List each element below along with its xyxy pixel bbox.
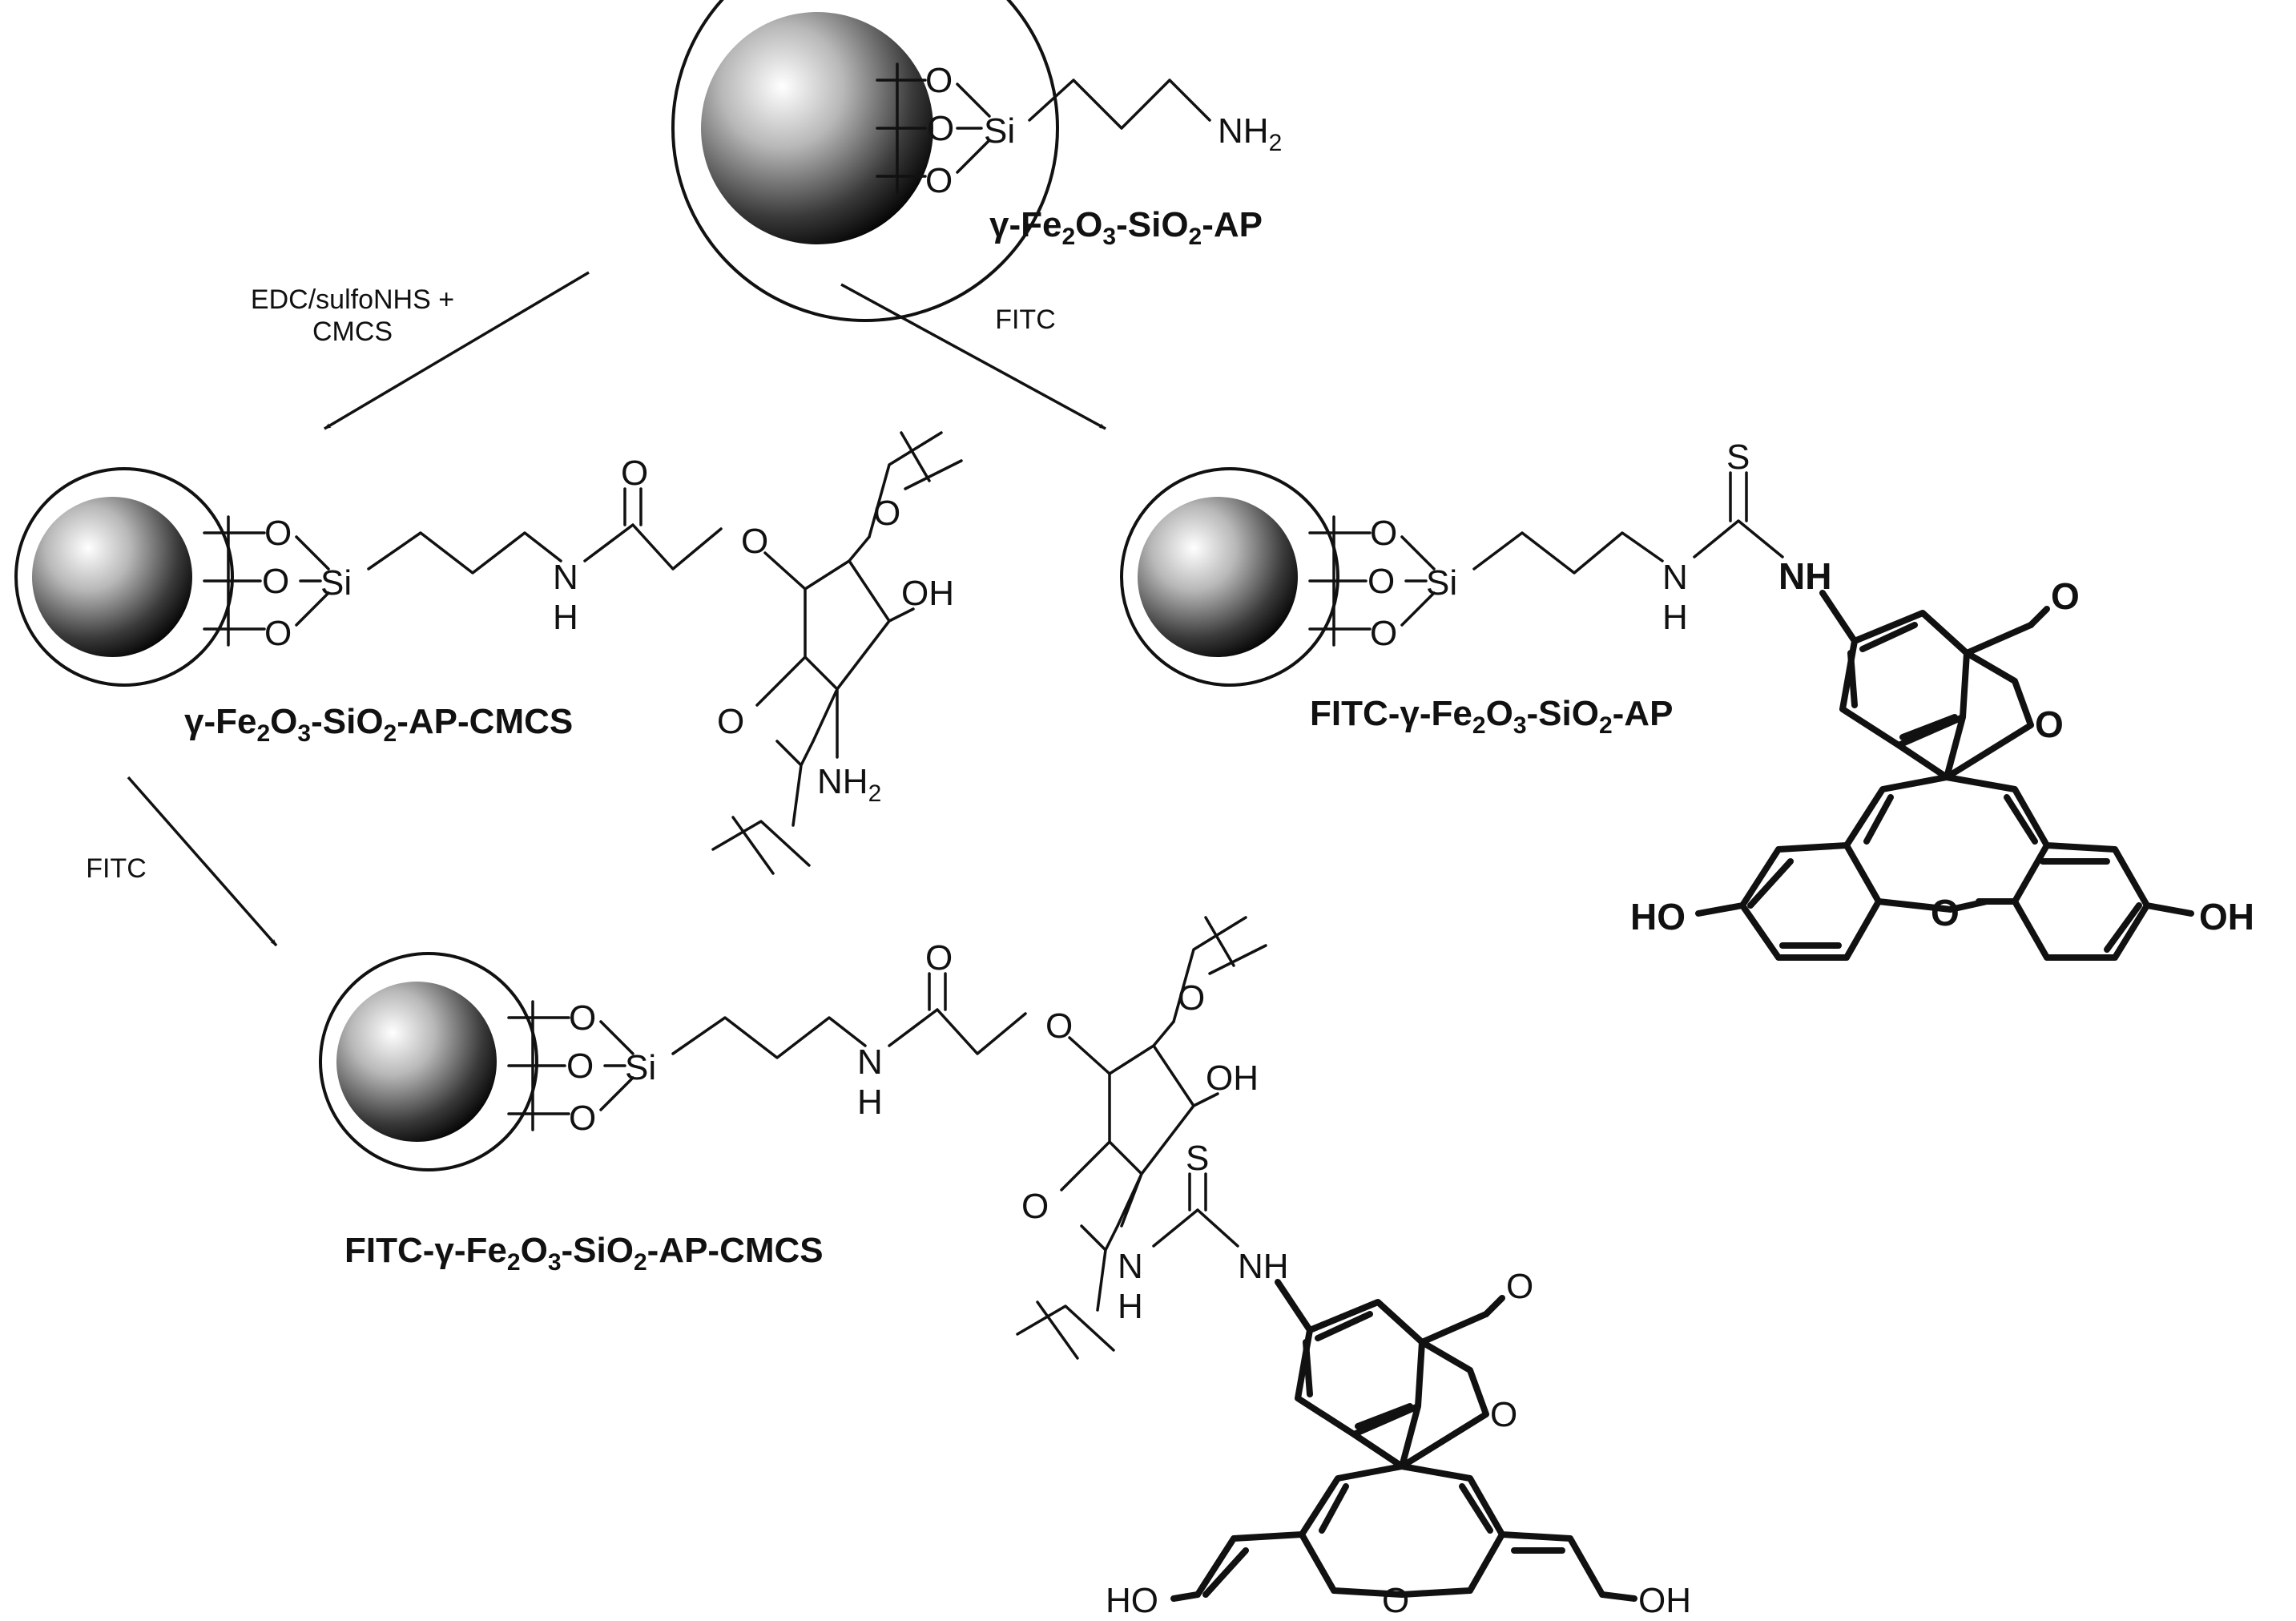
lactone-ring-oxygen: O [2035,704,2064,745]
arrow-to-ap-cmcs [324,271,590,430]
glucosamine-ring [1060,1020,1219,1312]
reagent-edc-sulfonhs: EDC/sulfoNHS + [251,284,454,315]
ether-oxygen: O [741,522,768,561]
carbonyl-oxygen: O [925,938,953,978]
glycosidic-oxygen: O [1178,978,1205,1018]
oxygen-atom: O [264,514,292,553]
silicon-atom: Si [320,563,352,603]
glycosidic-oxygen: O [873,494,900,533]
propyl-chain [671,1016,867,1059]
thiocarbonyl [1693,471,1784,558]
hydroxyl-group: OH [2199,896,2254,938]
silicon-atom: Si [984,111,1015,151]
iron-oxide-core [336,982,497,1142]
hydroxyl-group: OH [1206,1058,1259,1098]
amide-hydrogen: H [857,1083,883,1122]
xanthene-oxygen: O [1382,1581,1409,1620]
silicon-atom: Si [1426,563,1457,603]
compound-label-ap: γ-Fe2O3-SiO2-AP [989,205,1263,250]
amide-carbonyl [888,972,1027,1055]
oxygen-atom: O [569,998,596,1038]
siloxane-anchor: O O O Si [507,998,656,1138]
oxygen-atom: O [1370,514,1397,553]
thiourea-nitrogen: N [1118,1247,1143,1286]
ring-oxygen: O [717,702,744,741]
siloxane-anchor: O O O Si [1308,514,1457,653]
xanthene-oxygen: O [1931,892,1960,933]
amide-nitrogen: N [553,558,578,597]
arrow-to-fitc-ap-cmcs [127,776,278,947]
hydroxyl-group: OH [901,574,954,613]
amide-hydrogen: H [553,598,578,637]
thiocarbonyl [1152,1172,1239,1248]
carbonyl-oxygen: O [621,454,648,493]
oxygen-atom: O [1370,614,1397,653]
hydroxyl-group: OH [1638,1581,1691,1620]
amine-group: NH2 [817,762,881,807]
lactone-carbonyl-oxygen: O [2051,575,2080,617]
oxygen-atom: O [1368,562,1395,601]
hydroxyl-group: HO [1106,1581,1158,1620]
lactone-carbonyl-oxygen: O [1506,1267,1533,1306]
thiourea-nitrogen: N [1662,558,1688,597]
reagent-fitc: FITC [86,853,147,884]
compound-fitc-ap-cmcs: O O O Si N H O O O OH O N H S NH O O O [319,916,1691,1620]
reagent-fitc: FITC [995,304,1056,335]
reagent-cmcs: CMCS [312,317,393,347]
iron-oxide-core [1138,497,1298,657]
iron-oxide-core [701,12,933,244]
glycosidic-bond [711,431,963,875]
amine-group: NH2 [1218,111,1282,156]
compound-label-fitc-ap: FITC-γ-Fe2O3-SiO2-AP [1310,694,1673,739]
oxygen-atom: O [264,614,292,653]
ether-oxygen: O [1045,1006,1073,1046]
compound-ap: O O O Si NH2 γ-Fe2O3-SiO2-AP [671,0,1282,322]
lactone-ring-oxygen: O [1490,1395,1517,1434]
thiourea-nh: NH [1238,1247,1289,1286]
glucosamine-ring [755,535,915,827]
oxygen-atom: O [927,109,954,148]
propyl-chain [1028,79,1211,130]
siloxane-anchor: O O O Si [203,514,352,653]
fluorescein-core: O O O HO OH [1630,575,2254,961]
sulfur-atom: S [1186,1139,1209,1178]
compound-label-ap-cmcs: γ-Fe2O3-SiO2-AP-CMCS [184,702,573,747]
ring-oxygen: O [1021,1187,1049,1226]
amide-carbonyl [583,487,723,571]
glycosidic-bond [1016,916,1267,1360]
fluorescein-core: O O O HO OH [1106,1267,1691,1620]
oxygen-atom: O [566,1046,594,1086]
thiourea-hydrogen: H [1662,598,1688,637]
propyl-chain [1472,531,1664,575]
compound-ap-cmcs: O O O Si N H O O O OH O NH2 γ-Fe2O3-SiO2… [14,431,963,875]
silicon-atom: Si [625,1048,656,1087]
propyl-chain [367,531,562,575]
thiourea-hydrogen: H [1118,1287,1143,1326]
compound-fitc-ap: O O O Si N H S NH O O O HO OH FITC-γ-Fe2… [1120,438,2254,961]
compound-label-fitc-ap-cmcs: FITC-γ-Fe2O3-SiO2-AP-CMCS [344,1231,824,1276]
hydroxyl-group: HO [1630,896,1686,938]
amide-nitrogen: N [857,1042,883,1082]
oxygen-atom: O [262,562,289,601]
oxygen-atom: O [925,61,953,100]
sulfur-atom: S [1726,438,1750,477]
oxygen-atom: O [569,1099,596,1138]
oxygen-atom: O [925,161,953,200]
siloxane-anchor: O O O Si [876,61,1015,200]
arrow-to-fitc-ap [840,283,1106,430]
iron-oxide-core [32,497,192,657]
